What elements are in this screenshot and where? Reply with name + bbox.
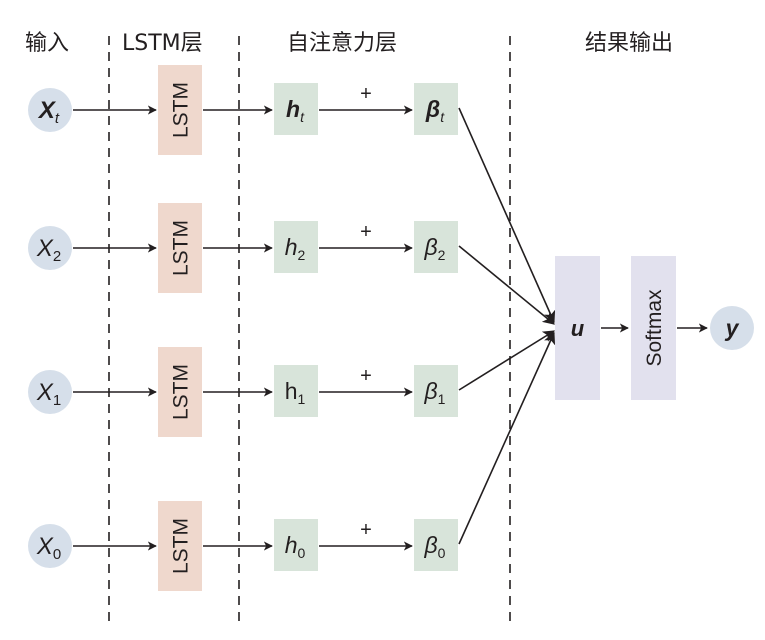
hidden-state-label: h0: [285, 532, 306, 561]
lstm-cell-label: LSTM: [170, 364, 193, 420]
lstm-cell-label: LSTM: [170, 518, 193, 574]
hidden-state-label-subscript: t: [300, 109, 305, 125]
hidden-state-label: h2: [285, 234, 306, 263]
aggregate-u-label: u: [571, 316, 585, 341]
lstm-cell-label: LSTM: [170, 82, 193, 138]
hidden-state-box: [274, 221, 318, 273]
input-node: [28, 524, 72, 568]
input-node: [28, 370, 72, 414]
hidden-state-label-base: h: [285, 234, 298, 260]
attention-weight-label-subscript: 1: [438, 391, 446, 407]
attention-weight-label: β1: [424, 378, 446, 407]
input-node-label-subscript: 0: [53, 546, 61, 563]
input-node: [28, 226, 72, 270]
aggregate-u-box: [555, 256, 600, 400]
input-node-label-base: X: [36, 533, 54, 560]
hidden-state-label: ht: [286, 96, 305, 125]
lstm-cell-label: LSTM: [170, 220, 193, 276]
attention-weight-label-subscript: t: [440, 109, 445, 125]
plus-sign: +: [360, 83, 372, 105]
arrow-attention-to-u: [458, 331, 556, 545]
hidden-state-label-base: h: [286, 96, 300, 122]
input-node-label-subscript: 2: [53, 248, 61, 265]
lstm-cell: [158, 501, 202, 591]
lstm-cell: [158, 65, 202, 155]
output-y-label: y: [725, 315, 740, 341]
hidden-state-label-subscript: 0: [298, 545, 306, 561]
softmax-label: Softmax: [643, 289, 666, 367]
header-lstm-layer: LSTM层: [122, 31, 203, 56]
input-node-label: X0: [36, 533, 61, 563]
plus-sign: +: [360, 365, 372, 387]
attention-weight-box: [414, 221, 458, 273]
attention-weight-label: β2: [424, 234, 446, 263]
input-node-label: X1: [36, 379, 61, 409]
hidden-state-box: [274, 519, 318, 571]
attention-weight-box: [414, 83, 458, 135]
hidden-state-box: [274, 83, 318, 135]
plus-sign: +: [360, 519, 372, 541]
header-output: 结果输出: [585, 31, 673, 56]
input-node-label-subscript: 1: [53, 392, 61, 409]
attention-weight-label-subscript: 2: [438, 247, 446, 263]
plus-sign: +: [360, 221, 372, 243]
arrow-attention-to-u: [458, 245, 555, 325]
arrow-attention-to-u: [458, 330, 556, 391]
softmax-box: [631, 256, 676, 400]
output-y-node: [710, 306, 754, 350]
hidden-state-label: h1: [285, 378, 306, 407]
attention-weight-label-base: β: [425, 96, 440, 122]
input-node-label-base: X: [36, 379, 54, 406]
lstm-cell: [158, 347, 202, 437]
arrow-attention-to-u: [458, 107, 556, 324]
input-node-label: X2: [36, 235, 61, 265]
hidden-state-label-base: h: [285, 378, 298, 404]
input-node-label-subscript: t: [55, 110, 60, 127]
attention-weight-label: β0: [424, 532, 446, 561]
attention-weight-label-base: β: [424, 378, 438, 404]
attention-weight-label-subscript: 0: [438, 545, 446, 561]
attention-weight-label-base: β: [424, 234, 438, 260]
input-node-label-base: X: [36, 235, 54, 262]
input-node: [28, 88, 72, 132]
hidden-state-label-base: h: [285, 532, 298, 558]
hidden-state-label-subscript: 1: [298, 391, 306, 407]
hidden-state-box: [274, 365, 318, 417]
attention-weight-box: [414, 519, 458, 571]
attention-weight-box: [414, 365, 458, 417]
header-attention-layer: 自注意力层: [287, 31, 397, 56]
lstm-cell: [158, 203, 202, 293]
header-input: 输入: [25, 31, 69, 56]
attention-weight-label: βt: [425, 96, 445, 125]
hidden-state-label-subscript: 2: [298, 247, 306, 263]
attention-weight-label-base: β: [424, 532, 438, 558]
input-node-label-base: X: [37, 97, 57, 124]
input-node-label: Xt: [37, 97, 60, 127]
